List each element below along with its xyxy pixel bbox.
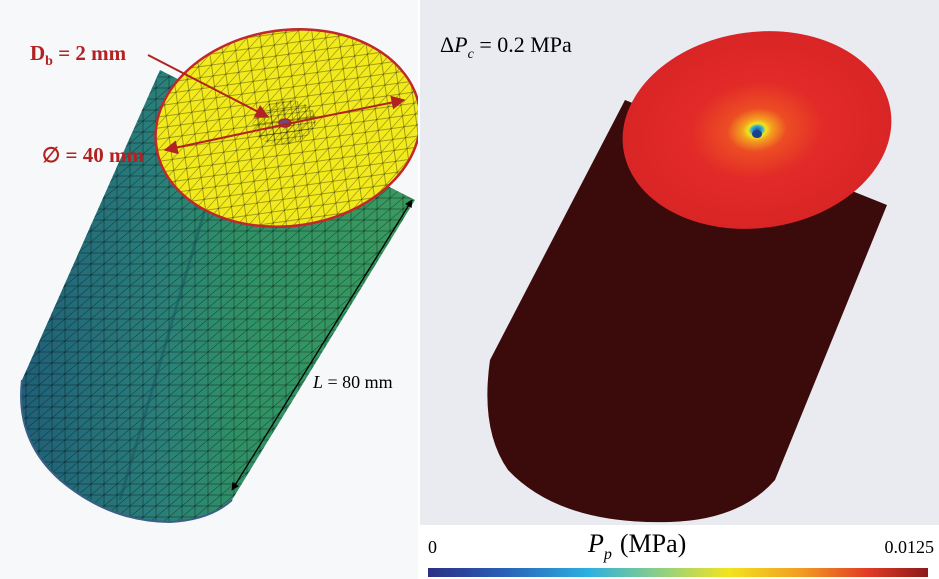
mesh-bottom-rim: [20, 379, 233, 524]
length-label: L = 80 mm: [312, 372, 393, 392]
outer-diameter-arrow-2: [286, 95, 406, 125]
bore-diameter-arrow: [147, 54, 270, 118]
right-panel: ΔPc = 0.2 MPa Pp(MPa) 0 0.0125: [420, 0, 939, 577]
colorbar-min-label: 0: [428, 537, 437, 557]
colorbar: [428, 568, 928, 577]
left-panel: Db = 2 mm ∅ = 40 mm L = 80 mm: [0, 0, 418, 579]
length-dimension-arrow: [231, 199, 413, 491]
outer-diameter-arrow: [163, 123, 288, 155]
outer-diameter-label: ∅ = 40 mm: [42, 143, 145, 167]
colorbar-max-label: 0.0125: [885, 537, 935, 557]
pressure-center-spot: [752, 130, 762, 138]
applied-pressure-label: ΔPc = 0.2 MPa: [440, 32, 572, 62]
bore-diameter-label: Db = 2 mm: [30, 41, 127, 69]
mesh-side-seam: [118, 174, 217, 501]
colorbar-title: Pp(MPa): [587, 529, 686, 563]
